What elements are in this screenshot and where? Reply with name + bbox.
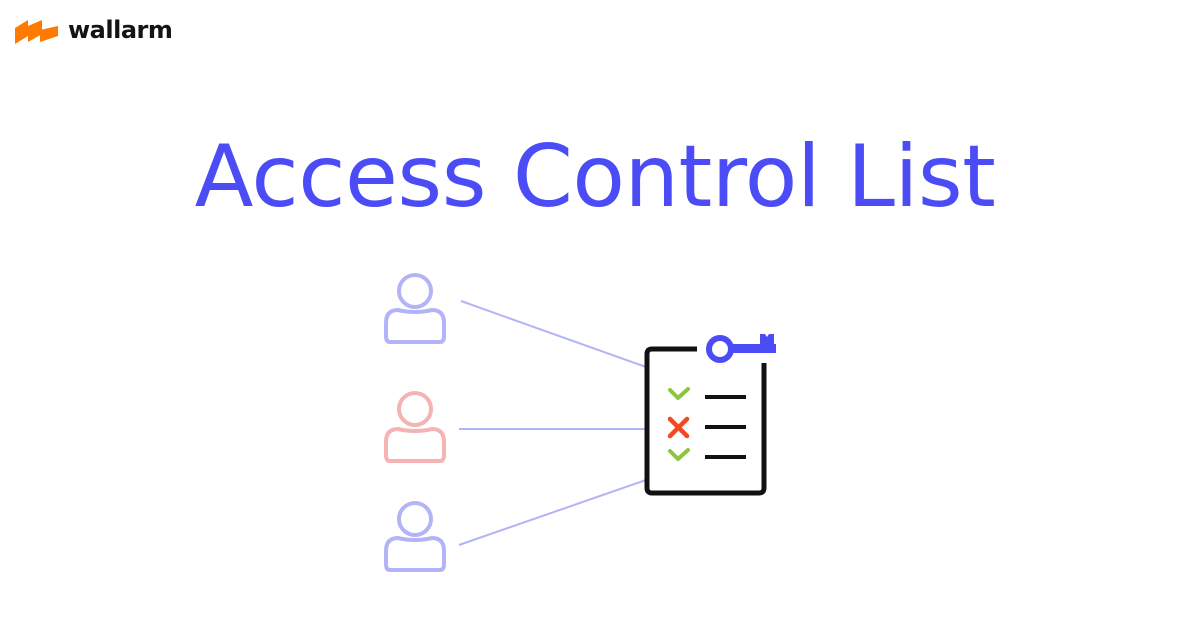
check-icon bbox=[668, 448, 690, 461]
acl-document-icon bbox=[644, 334, 776, 496]
check-icon bbox=[668, 387, 690, 400]
user-icon bbox=[384, 501, 446, 572]
wallarm-logo: wallarm bbox=[14, 14, 173, 46]
wallarm-wordmark: wallarm bbox=[68, 16, 173, 44]
key-icon bbox=[706, 334, 776, 363]
user-icon bbox=[384, 391, 446, 463]
connector-lines bbox=[458, 300, 647, 546]
page-title: Access Control List bbox=[194, 127, 996, 227]
wallarm-logo-mark-icon bbox=[14, 16, 62, 44]
user-icon bbox=[384, 273, 446, 344]
cross-icon bbox=[667, 416, 690, 439]
